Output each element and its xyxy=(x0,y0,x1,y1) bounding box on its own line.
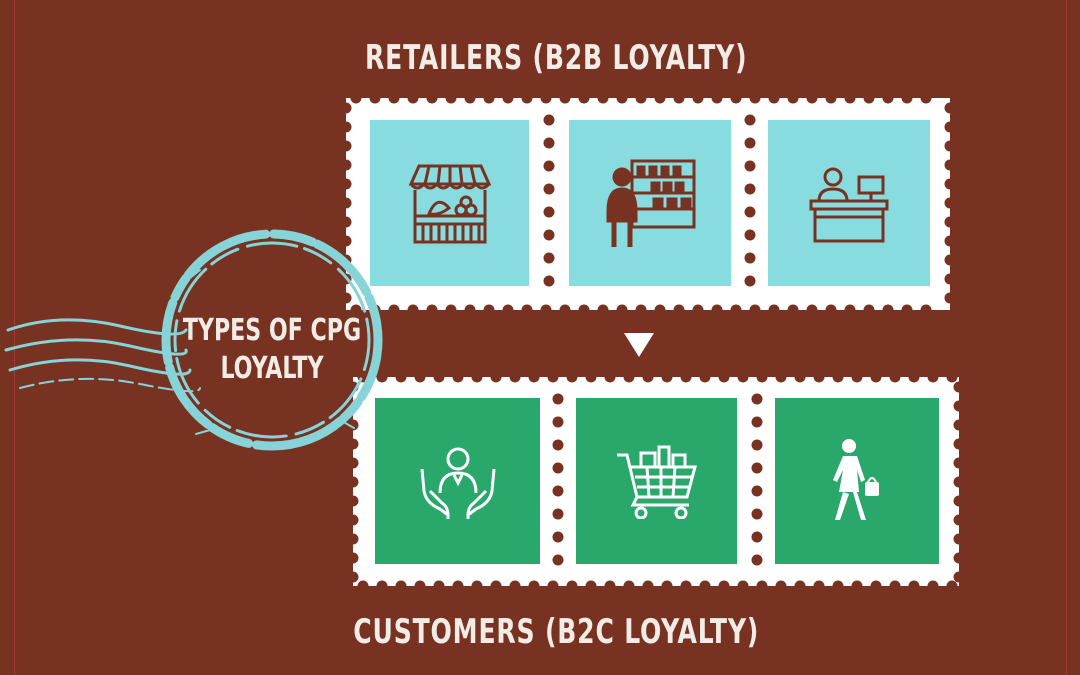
retailer-tile-shopkeeper xyxy=(569,120,731,286)
cashier-counter-icon xyxy=(809,167,889,243)
customer-stamp-strip xyxy=(353,377,959,586)
arrow-down-icon xyxy=(624,333,654,357)
retailer-stamp-strip xyxy=(346,98,950,310)
retailer-tile-cashier xyxy=(768,120,930,286)
left-edge-line xyxy=(14,0,15,675)
retailers-title: RETAILERS (B2B LOYALTY) xyxy=(364,38,748,78)
customer-tile-hands xyxy=(375,398,540,564)
customers-title: CUSTOMERS (B2C LOYALTY) xyxy=(353,612,760,652)
shopkeeper-shelves-icon xyxy=(606,159,696,247)
customer-tile-shopper xyxy=(775,398,939,564)
postmark-seal-icon xyxy=(4,229,383,451)
shopping-cart-icon xyxy=(616,445,697,519)
market-stall-icon xyxy=(408,164,491,244)
seal-title-line-1: TYPES OF CPG xyxy=(182,313,362,348)
seal-title: TYPES OF CPG LOYALTY xyxy=(174,312,371,388)
shopper-walking-icon xyxy=(833,439,879,520)
customer-tile-cart xyxy=(576,398,737,564)
customer-hands-icon xyxy=(420,447,495,519)
seal-title-line-2: LOYALTY xyxy=(220,351,324,386)
right-edge-line xyxy=(1066,0,1067,675)
retailer-tile-market-stall xyxy=(370,120,529,286)
